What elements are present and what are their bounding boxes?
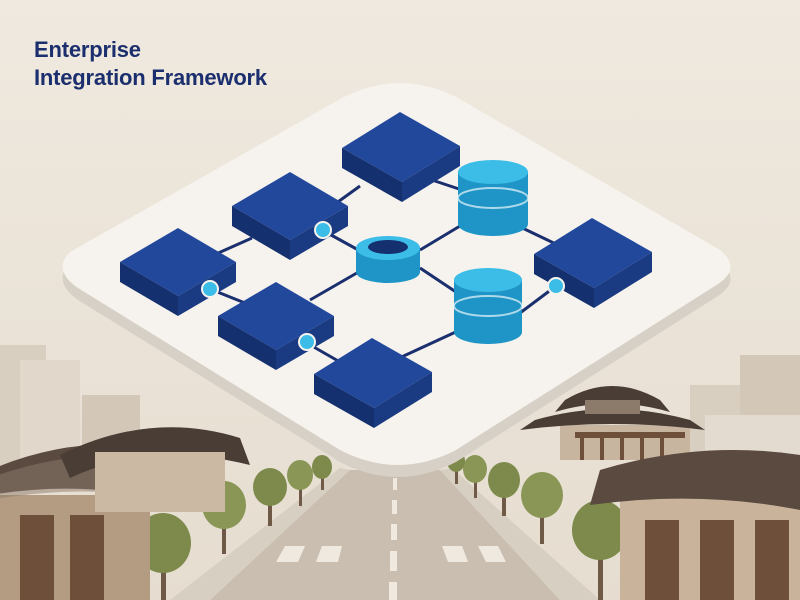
tree-row-right bbox=[447, 450, 628, 600]
database-cylinder bbox=[453, 268, 523, 344]
page-title: Enterprise Integration Framework bbox=[34, 36, 267, 92]
module-block bbox=[342, 112, 460, 202]
title-line-1: Enterprise bbox=[34, 37, 141, 62]
module-block bbox=[534, 218, 652, 308]
traditional-roof-building-right bbox=[520, 386, 705, 460]
connector-node bbox=[547, 277, 565, 295]
traditional-roof-building-far-right bbox=[590, 450, 800, 600]
hub-ring bbox=[356, 236, 420, 283]
connector-node bbox=[314, 221, 332, 239]
connector-node-group bbox=[201, 221, 565, 351]
module-block bbox=[314, 338, 432, 428]
database-cylinder bbox=[457, 160, 529, 236]
connector-node bbox=[201, 280, 219, 298]
module-block-group bbox=[120, 112, 652, 428]
road bbox=[170, 468, 600, 600]
title-line-2: Integration Framework bbox=[34, 65, 267, 90]
module-block bbox=[218, 282, 334, 370]
traditional-roof-building-left bbox=[0, 427, 250, 600]
connector-node bbox=[298, 333, 316, 351]
